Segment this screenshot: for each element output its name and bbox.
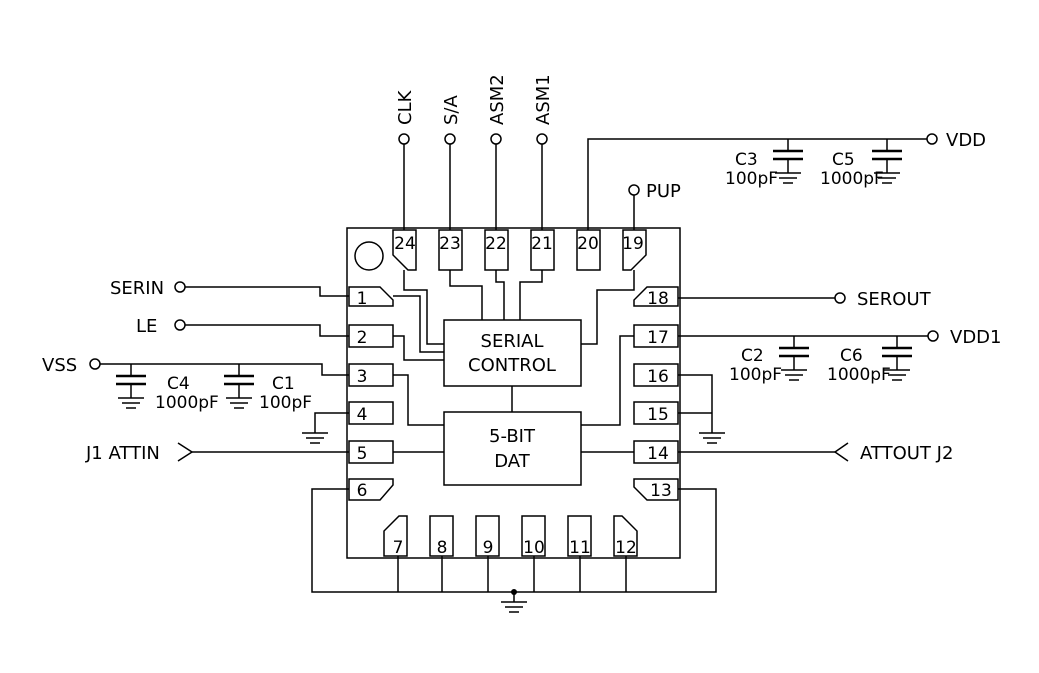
pin-18-label: 18 [647, 289, 669, 309]
pin-7-label: 7 [393, 538, 404, 558]
c2-ref: C2 [741, 346, 764, 366]
vss-label: VSS [42, 355, 77, 376]
pin-10-label: 10 [523, 538, 545, 558]
pin-2-label: 2 [357, 328, 368, 348]
pin-19-label: 19 [622, 234, 644, 254]
pin-5-label: 5 [357, 444, 368, 464]
pin-7-box [383, 515, 408, 557]
pin-16-label: 16 [647, 367, 669, 387]
pin-4-label: 4 [357, 405, 368, 425]
pin-1-label: 1 [357, 289, 368, 309]
pin-23-label: 23 [439, 234, 461, 254]
pin-17-label: 17 [647, 328, 669, 348]
pin-24-label: 24 [394, 234, 416, 254]
c1-ref: C1 [272, 374, 295, 394]
pin-3-label: 3 [357, 367, 368, 387]
c4-value: 1000pF [155, 393, 219, 413]
dat-label-2: DAT [494, 451, 530, 472]
c1-value: 100pF [259, 393, 312, 413]
sa-label: S/A [441, 95, 462, 125]
c3-value: 100pF [725, 169, 778, 189]
pin-21-label: 21 [531, 234, 553, 254]
pin-9-label: 9 [483, 538, 494, 558]
vdd-label: VDD [946, 130, 986, 151]
pin-22-label: 22 [485, 234, 507, 254]
pin-13-box [633, 478, 679, 501]
pin-13-label: 13 [650, 481, 672, 501]
dat-block [443, 411, 582, 486]
pin-20-label: 20 [577, 234, 599, 254]
pin-8-label: 8 [437, 538, 448, 558]
pin-24-box [392, 229, 417, 271]
pin-14-label: 14 [647, 444, 669, 464]
c6-value: 1000pF [827, 365, 891, 385]
pin1-marker [354, 241, 384, 271]
vdd1-label: VDD1 [950, 327, 1002, 348]
pin-11-label: 11 [569, 538, 591, 558]
c5-ref: C5 [832, 150, 855, 170]
attout-label: ATTOUT J2 [860, 443, 953, 464]
pin-6-box [348, 478, 394, 501]
serin-label: SERIN [110, 278, 164, 299]
pin-15-label: 15 [647, 405, 669, 425]
c4-ref: C4 [167, 374, 190, 394]
asm2-label: ASM2 [487, 74, 508, 125]
c3-ref: C3 [735, 150, 758, 170]
pin-1-box [348, 286, 394, 307]
attin-label: J1 ATTIN [85, 443, 160, 464]
c2-value: 100pF [729, 365, 782, 385]
pin-12-label: 12 [615, 538, 637, 558]
serout-label: SEROUT [857, 289, 932, 310]
serial-control-block [443, 319, 582, 387]
pup-label: PUP [646, 181, 681, 202]
le-label: LE [136, 316, 157, 337]
serial-control-label-1: SERIAL [481, 331, 544, 352]
pin-6-label: 6 [357, 481, 368, 501]
dat-label-1: 5-BIT [489, 426, 536, 447]
pin-18-box [633, 286, 679, 307]
c6-ref: C6 [840, 346, 863, 366]
clk-label: CLK [395, 89, 416, 125]
serial-control-label-2: CONTROL [468, 355, 556, 376]
pin-12-box [613, 515, 638, 557]
asm1-label: ASM1 [533, 74, 554, 125]
c5-value: 1000pF [820, 169, 884, 189]
chip-outline [346, 227, 681, 559]
pin-19-box [622, 229, 647, 271]
